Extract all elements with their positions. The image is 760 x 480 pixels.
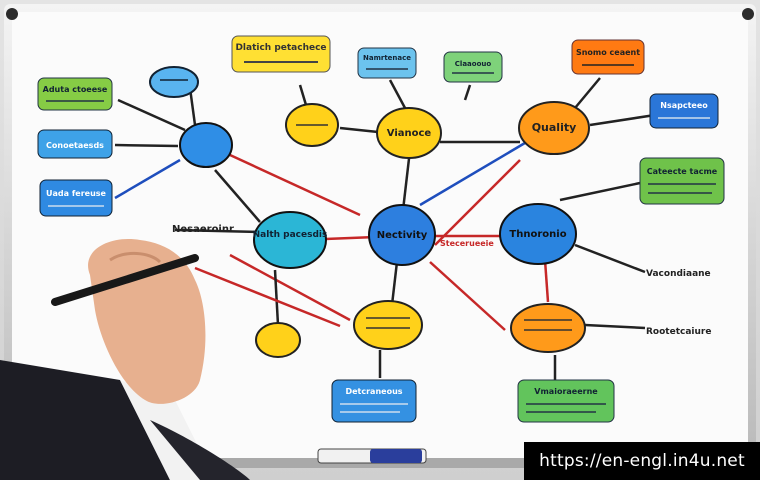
- node-left-mid-text: Nalth pacesdis: [253, 230, 328, 240]
- note-bottom-right-green-text: Vmaioraeerne: [534, 387, 598, 396]
- node-yellow-top: [285, 103, 339, 147]
- note-top-green-text: Claaoouo: [455, 60, 492, 68]
- node-top-center-text: Vianoce: [387, 128, 432, 139]
- watermark-url: https://en-engl.in4u.net: [524, 442, 760, 480]
- node-right-mid-text: Thnoronio: [509, 229, 566, 240]
- note-bottom-right-green: Vmaioraeerne: [517, 379, 615, 423]
- note-right-top-blue-text: Nsapcteeo: [660, 101, 708, 110]
- node-top-center: Vianoce: [376, 107, 442, 159]
- node-left-top: [179, 122, 233, 168]
- note-top-orange-text: Snomo ceaent: [576, 48, 640, 57]
- note-top-yellow-text: Dlatich petachece: [235, 43, 326, 53]
- note-right-top-blue: Nsapcteeo: [649, 93, 719, 129]
- note-top-blue-text: Namrtenace: [363, 54, 411, 62]
- note-left-blue: Conoetaesds: [37, 129, 113, 159]
- marker-in-hand: [51, 254, 199, 306]
- note-top-orange: Snomo ceaent: [571, 39, 645, 75]
- note-top-green: Claaoouo: [443, 51, 503, 83]
- node-left-mid: Nalth pacesdis: [253, 211, 328, 269]
- node-bottom-left-small: [255, 322, 301, 358]
- note-bottom-left-blue: Detcraneous: [331, 379, 417, 423]
- note-left-green-text: Aduta ctoeese: [43, 85, 108, 94]
- node-bottom-right: [510, 303, 586, 353]
- note-right-green: Cateecte tacme: [639, 157, 725, 205]
- node-right-mid: Thnoronio: [499, 203, 577, 265]
- note-left-lower-blue-text: Uada fereuse: [46, 189, 107, 198]
- note-right-green-text: Cateecte tacme: [647, 167, 718, 176]
- note-left-blue-text: Conoetaesds: [46, 141, 104, 150]
- right-handwritten-label: Vacondiaane: [646, 269, 711, 279]
- note-left-lower-blue: Uada fereuse: [39, 179, 113, 217]
- note-top-yellow: Dlatich petachece: [231, 35, 331, 73]
- node-center: Nectivity: [368, 204, 436, 266]
- center-red-label: Stecerueeie: [440, 239, 494, 248]
- left-handwritten-label: Nesaeroinr: [172, 224, 234, 235]
- node-top-left-small: [149, 66, 199, 98]
- right-lower-handwritten-label: Rootetcaiure: [646, 327, 711, 337]
- note-bottom-left-blue-text: Detcraneous: [345, 387, 402, 396]
- node-center-text: Nectivity: [377, 230, 428, 241]
- node-bottom-center: [353, 300, 423, 350]
- note-top-blue: Namrtenace: [357, 47, 417, 79]
- node-top-right-text: Quality: [532, 121, 577, 134]
- node-top-right: Quality: [518, 101, 590, 155]
- note-left-green: Aduta ctoeese: [37, 77, 113, 111]
